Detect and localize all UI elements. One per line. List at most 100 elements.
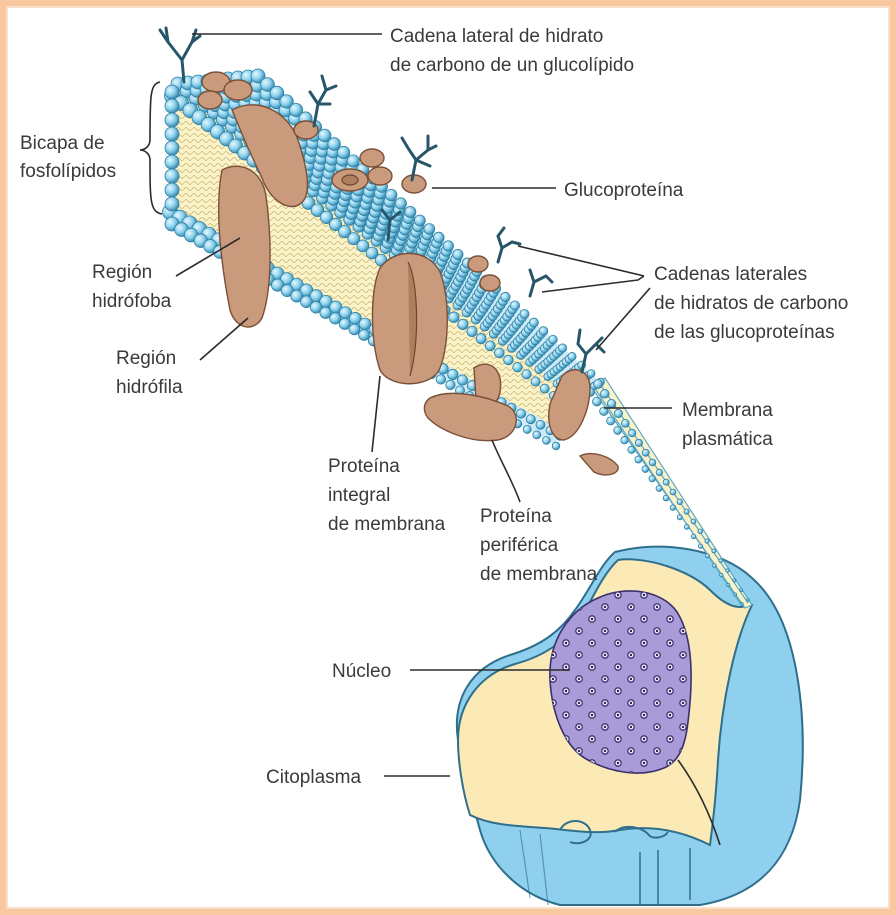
phospholipid-head bbox=[663, 479, 669, 485]
phospholipid-head bbox=[734, 593, 737, 596]
phospholipid-head bbox=[727, 583, 730, 586]
label-nucleus: Núcleo bbox=[332, 661, 391, 682]
phospholipid-head bbox=[607, 417, 615, 425]
phospholipid-head bbox=[165, 141, 179, 155]
phospholipid-head bbox=[712, 549, 716, 553]
phospholipid-head bbox=[165, 169, 179, 183]
label-integral-protein-line2: integral bbox=[328, 485, 390, 506]
phospholipid-head bbox=[628, 446, 635, 453]
phospholipid-head bbox=[433, 232, 444, 243]
phospholipid-head bbox=[443, 241, 453, 251]
phospholipid-head bbox=[501, 292, 510, 301]
phospholipid-head bbox=[516, 409, 525, 418]
label-bilayer-line2: fosfolípidos bbox=[20, 161, 116, 182]
phospholipid-head bbox=[165, 85, 179, 99]
phospholipid-head bbox=[587, 370, 595, 378]
phospholipid-head bbox=[705, 554, 709, 558]
label-hydrophobic-line1: Región bbox=[92, 262, 152, 283]
phospholipid-head bbox=[713, 564, 717, 568]
phospholipid-head bbox=[607, 399, 615, 407]
phospholipid-head bbox=[741, 603, 744, 606]
phospholipid-head bbox=[446, 380, 455, 389]
phospholipid-head bbox=[485, 341, 495, 351]
label-peripheral-protein-line1: Proteína bbox=[480, 506, 552, 527]
phospholipid-head bbox=[359, 330, 370, 341]
label-cytoplasm: Citoplasma bbox=[266, 767, 361, 788]
phospholipid-head bbox=[568, 352, 576, 360]
label-glycoprotein-chains-line3: de las glucoproteínas bbox=[654, 322, 835, 343]
phospholipid-head bbox=[436, 375, 446, 385]
phospholipid-head bbox=[635, 456, 642, 463]
phospholipid-head bbox=[533, 431, 541, 439]
phospholipid-head bbox=[405, 206, 416, 217]
phospholipid-head bbox=[540, 384, 549, 393]
phospholipid-head bbox=[494, 348, 504, 358]
phospholipid-head bbox=[670, 489, 676, 495]
label-glycoprotein: Glucoproteína bbox=[564, 180, 684, 201]
phospholipid-head bbox=[539, 327, 548, 336]
phospholipid-head bbox=[385, 189, 397, 201]
label-peripheral-protein-line3: de membrana bbox=[480, 564, 598, 585]
phospholipid-head bbox=[684, 524, 689, 529]
phospholipid-head bbox=[593, 397, 602, 406]
phospholipid-head bbox=[663, 495, 669, 501]
phospholipid-head bbox=[670, 505, 676, 511]
phospholipid-head bbox=[719, 559, 723, 563]
phospholipid-head bbox=[677, 515, 682, 520]
phospholipid-head bbox=[467, 326, 477, 336]
phospholipid-head bbox=[476, 334, 486, 344]
label-hydrophilic-line1: Región bbox=[116, 348, 176, 369]
phospholipid-head bbox=[558, 344, 566, 352]
phospholipid-head bbox=[740, 589, 743, 592]
phospholipid-head bbox=[457, 375, 467, 385]
phospholipid-head bbox=[523, 425, 531, 433]
cell bbox=[457, 547, 803, 905]
label-glycolipid-chain-line2: de carbono de un glucolípido bbox=[390, 55, 634, 76]
phospholipid-head bbox=[656, 469, 662, 475]
phospholipid-head bbox=[649, 459, 656, 466]
phospholipid-head bbox=[642, 449, 649, 456]
phospholipid-head bbox=[449, 312, 460, 323]
phospholipid-head bbox=[621, 436, 629, 444]
phospholipid-head bbox=[458, 319, 468, 329]
phospholipid-head bbox=[628, 429, 636, 437]
phospholipid-head bbox=[614, 427, 622, 435]
phospholipid-head bbox=[720, 573, 723, 576]
phospholipid-head bbox=[726, 569, 729, 572]
label-hydrophobic-line2: hidrófoba bbox=[92, 291, 172, 312]
label-glycoprotein-chains-line2: de hidratos de carbono bbox=[654, 293, 848, 314]
phospholipid-head bbox=[649, 476, 655, 482]
label-bilayer-line1: Bicapa de bbox=[20, 133, 105, 154]
phospholipid-head bbox=[530, 318, 539, 327]
phospholipid-head bbox=[522, 370, 531, 379]
phospholipid-head bbox=[747, 599, 750, 602]
phospholipid-head bbox=[504, 355, 514, 365]
label-plasma-membrane-line2: plasmática bbox=[682, 429, 773, 450]
phospholipid-head bbox=[424, 224, 435, 235]
phospholipid-head bbox=[536, 420, 545, 429]
label-integral-protein-line3: de membrana bbox=[328, 514, 446, 535]
phospholipid-head bbox=[165, 127, 179, 141]
phospholipid-head bbox=[339, 318, 350, 329]
phospholipid-head bbox=[165, 113, 179, 127]
phospholipid-head bbox=[635, 439, 642, 446]
phospholipid-head bbox=[337, 146, 349, 158]
phospholipid-head bbox=[642, 466, 649, 473]
label-hydrophilic-line2: hidrófila bbox=[116, 377, 183, 398]
phospholipid-head bbox=[448, 369, 458, 379]
phospholipid-head bbox=[165, 197, 179, 211]
phospholipid-head bbox=[698, 529, 703, 534]
phospholipid-head bbox=[656, 485, 662, 491]
phospholipid-head bbox=[531, 377, 540, 386]
phospholipid-head bbox=[526, 415, 535, 424]
label-glycolipid-chain-line1: Cadena lateral de hidrato bbox=[390, 26, 603, 47]
phospholipid-head bbox=[621, 419, 629, 427]
label-peripheral-protein-line2: periférica bbox=[480, 535, 559, 556]
phospholipid-head bbox=[698, 544, 702, 548]
phospholipid-head bbox=[165, 155, 179, 169]
phospholipid-head bbox=[513, 362, 522, 371]
phospholipid-head bbox=[552, 442, 560, 450]
phospholipid-head bbox=[453, 249, 463, 259]
phospholipid-head bbox=[510, 301, 519, 310]
phospholipid-head bbox=[520, 309, 529, 318]
